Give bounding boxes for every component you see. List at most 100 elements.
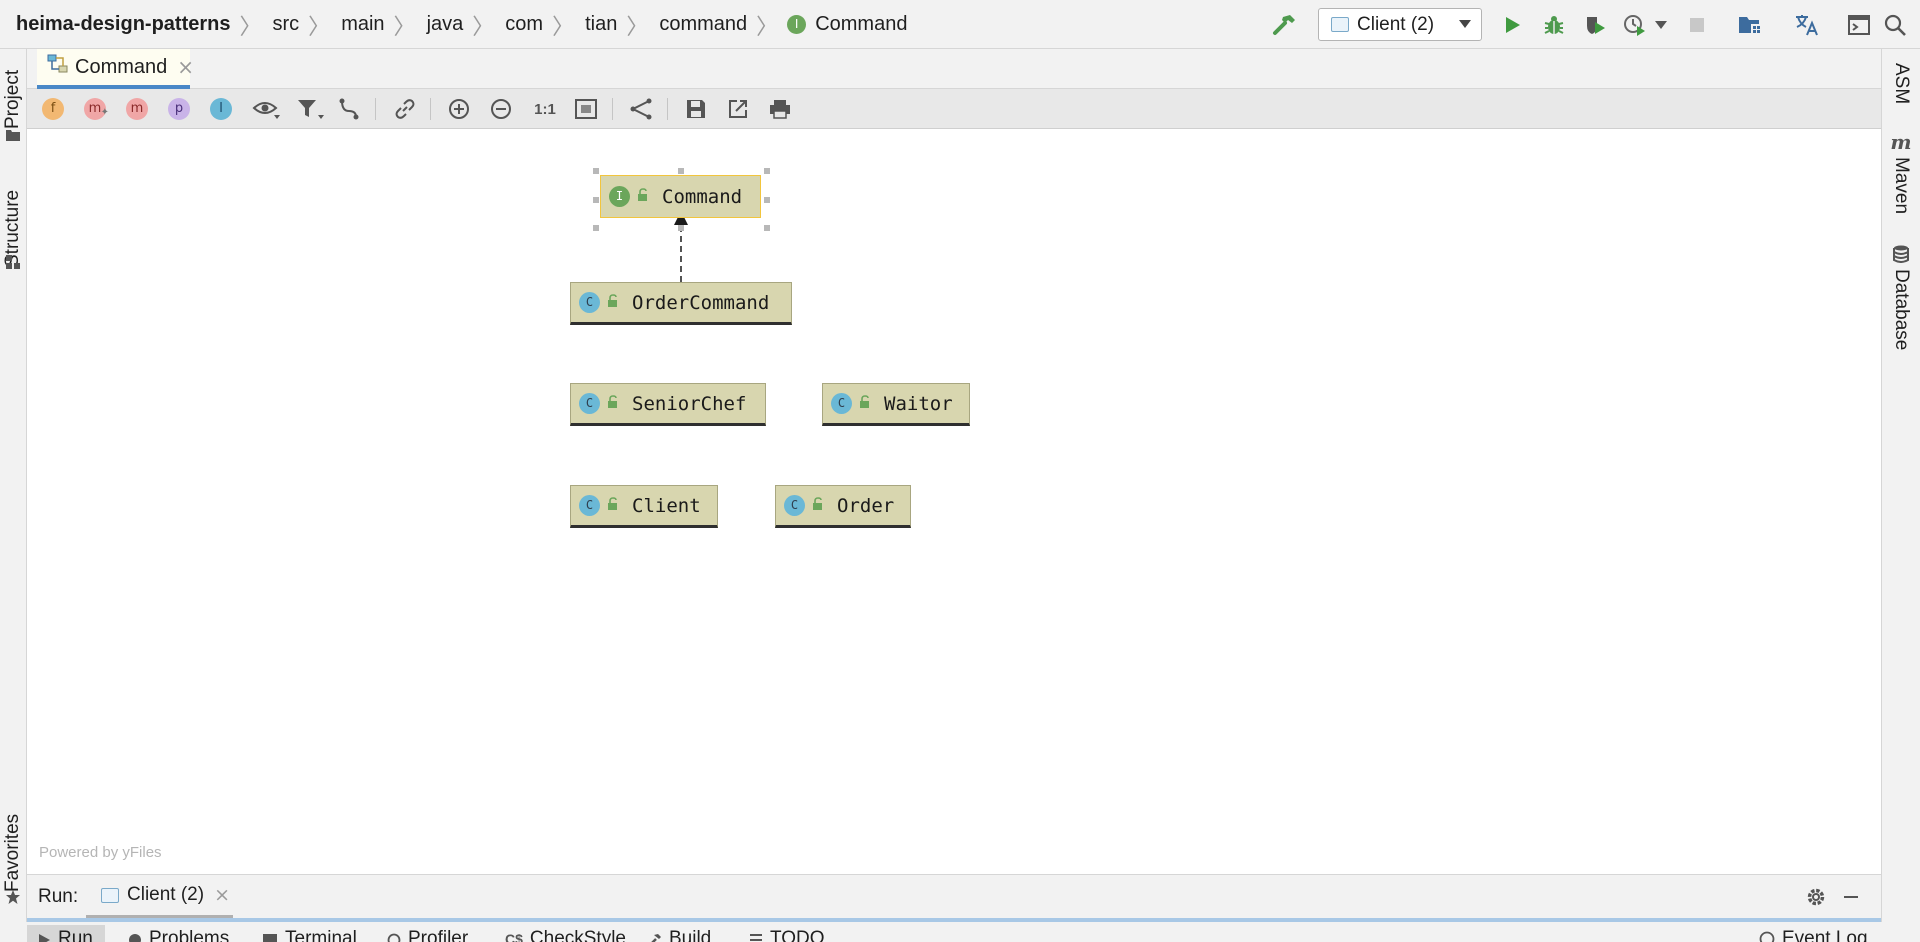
- bottom-tab-label: Terminal: [285, 928, 357, 942]
- project-structure-folder-icon[interactable]: [1737, 12, 1763, 38]
- fit-content-icon[interactable]: [574, 97, 598, 121]
- left-tool-stripe: Project Structure Favorites: [0, 49, 27, 942]
- breadcrumb-com[interactable]: com: [505, 13, 544, 35]
- database-tool-tab[interactable]: Database: [1891, 269, 1912, 351]
- bottom-tab-todo[interactable]: TODO: [749, 928, 825, 942]
- zoom-in-icon[interactable]: [447, 97, 471, 121]
- selection-handle[interactable]: [593, 197, 599, 203]
- uml-diagram-canvas[interactable]: I Command C OrderCommand C SeniorChef C …: [27, 129, 1881, 874]
- maven-tool-tab[interactable]: Maven: [1891, 157, 1912, 215]
- structure-icon[interactable]: [3, 252, 23, 272]
- right-tool-stripe: ASM m Maven Database: [1881, 49, 1920, 942]
- save-icon[interactable]: [684, 97, 708, 121]
- uml-node-waitor[interactable]: C Waitor: [822, 383, 970, 426]
- breadcrumb-project[interactable]: heima-design-patterns: [16, 13, 231, 35]
- zoom-out-icon[interactable]: [489, 97, 513, 121]
- translate-icon[interactable]: [1794, 12, 1820, 38]
- lock-icon: ✦: [100, 107, 109, 118]
- breadcrumb-current-file[interactable]: Command: [815, 13, 908, 35]
- show-constructors-button[interactable]: m ✦: [83, 97, 109, 121]
- gear-icon[interactable]: [1804, 885, 1828, 909]
- tab-command-diagram[interactable]: Command ×: [37, 49, 194, 89]
- close-icon[interactable]: ×: [214, 884, 230, 906]
- bottom-tab-problems[interactable]: Problems: [128, 928, 229, 942]
- bottom-tab-run[interactable]: Run: [27, 925, 105, 942]
- interface-icon: I: [787, 15, 807, 34]
- bottom-tab-build[interactable]: Build: [648, 928, 711, 942]
- selection-handle[interactable]: [678, 225, 684, 231]
- layout-tree-icon[interactable]: [629, 97, 653, 121]
- breadcrumb-java[interactable]: java: [426, 13, 464, 35]
- debug-bug-icon[interactable]: [1541, 12, 1567, 38]
- project-tool-tab[interactable]: Project: [2, 69, 23, 129]
- minimize-icon[interactable]: [1839, 885, 1863, 909]
- bottom-tab-checkstyle[interactable]: C$ CheckStyle: [505, 928, 626, 942]
- public-lock-icon: [606, 292, 620, 314]
- breadcrumb-command[interactable]: command: [659, 13, 748, 35]
- selection-handle[interactable]: [678, 168, 684, 174]
- breadcrumb-separator: 〉: [552, 14, 575, 40]
- breadcrumb-separator: 〉: [308, 14, 331, 40]
- breadcrumb-separator: 〉: [239, 14, 262, 40]
- uml-node-order[interactable]: C Order: [775, 485, 911, 528]
- public-lock-icon: [606, 393, 620, 415]
- bottom-tab-label: CheckStyle: [529, 928, 627, 942]
- bottom-tab-profiler[interactable]: Profiler: [387, 928, 468, 942]
- selection-handle[interactable]: [764, 197, 770, 203]
- folder-icon[interactable]: [3, 125, 23, 145]
- uml-node-client[interactable]: C Client: [570, 485, 718, 528]
- maven-m-icon[interactable]: m: [1890, 130, 1912, 154]
- window-panel-icon[interactable]: [1846, 12, 1872, 38]
- uml-node-seniorchef[interactable]: C SeniorChef: [570, 383, 766, 426]
- selection-handle[interactable]: [593, 225, 599, 231]
- show-fields-button[interactable]: f: [41, 97, 65, 121]
- breadcrumb-src[interactable]: src: [272, 13, 300, 35]
- powered-by-label: Powered by yFiles: [39, 844, 162, 861]
- run-with-coverage-icon[interactable]: [1583, 12, 1609, 38]
- diagram-toolbar: f m ✦ m p I: [27, 89, 1881, 129]
- stop-icon[interactable]: [1684, 12, 1710, 38]
- selection-handle[interactable]: [764, 168, 770, 174]
- event-log-icon: [1759, 931, 1775, 942]
- run-tab-indicator: [27, 918, 1881, 922]
- build-hammer-icon[interactable]: [1272, 12, 1298, 38]
- run-icon[interactable]: [1499, 12, 1525, 38]
- show-inner-classes-button[interactable]: I: [209, 97, 233, 121]
- visibility-eye-icon[interactable]: [251, 97, 283, 121]
- breadcrumb-main[interactable]: main: [341, 13, 385, 35]
- show-dependencies-icon[interactable]: [337, 97, 361, 121]
- toolbar-divider: [375, 98, 376, 120]
- application-icon: [101, 887, 119, 903]
- filter-icon[interactable]: [295, 97, 327, 121]
- run-tab-client[interactable]: Client (2) ×: [86, 875, 233, 919]
- actual-size-button[interactable]: 1:1: [531, 97, 559, 121]
- breadcrumb-tian[interactable]: tian: [585, 13, 618, 35]
- close-icon[interactable]: ×: [177, 55, 195, 79]
- bottom-tab-label: Event Log: [1782, 928, 1868, 942]
- print-icon[interactable]: [768, 97, 792, 121]
- link-icon[interactable]: [393, 97, 417, 121]
- uml-node-ordercommand[interactable]: C OrderCommand: [570, 282, 792, 325]
- todo-list-icon: [749, 931, 763, 942]
- star-icon[interactable]: [3, 887, 23, 907]
- profiler-clock-icon[interactable]: [1622, 12, 1648, 38]
- search-icon[interactable]: [1882, 12, 1908, 38]
- uml-node-command[interactable]: I Command: [600, 175, 761, 218]
- bottom-tab-terminal[interactable]: Terminal: [262, 928, 357, 942]
- selection-handle[interactable]: [593, 168, 599, 174]
- run-configuration-select[interactable]: Client (2): [1318, 8, 1482, 41]
- show-properties-button[interactable]: p: [167, 97, 191, 121]
- database-icon[interactable]: [1890, 243, 1912, 265]
- export-icon[interactable]: [726, 97, 750, 121]
- favorites-tool-tab[interactable]: Favorites: [2, 813, 23, 892]
- show-methods-button[interactable]: m: [125, 97, 149, 121]
- selection-handle[interactable]: [764, 225, 770, 231]
- asm-tool-tab[interactable]: ASM: [1891, 63, 1912, 105]
- bottom-tab-event-log[interactable]: Event Log: [1759, 928, 1868, 942]
- bottom-tab-label: Profiler: [408, 928, 469, 942]
- uml-node-name: Client: [632, 494, 701, 517]
- chevron-down-icon[interactable]: [1652, 12, 1670, 38]
- runnable-class-icon: C: [579, 495, 600, 516]
- public-lock-icon: [636, 186, 650, 208]
